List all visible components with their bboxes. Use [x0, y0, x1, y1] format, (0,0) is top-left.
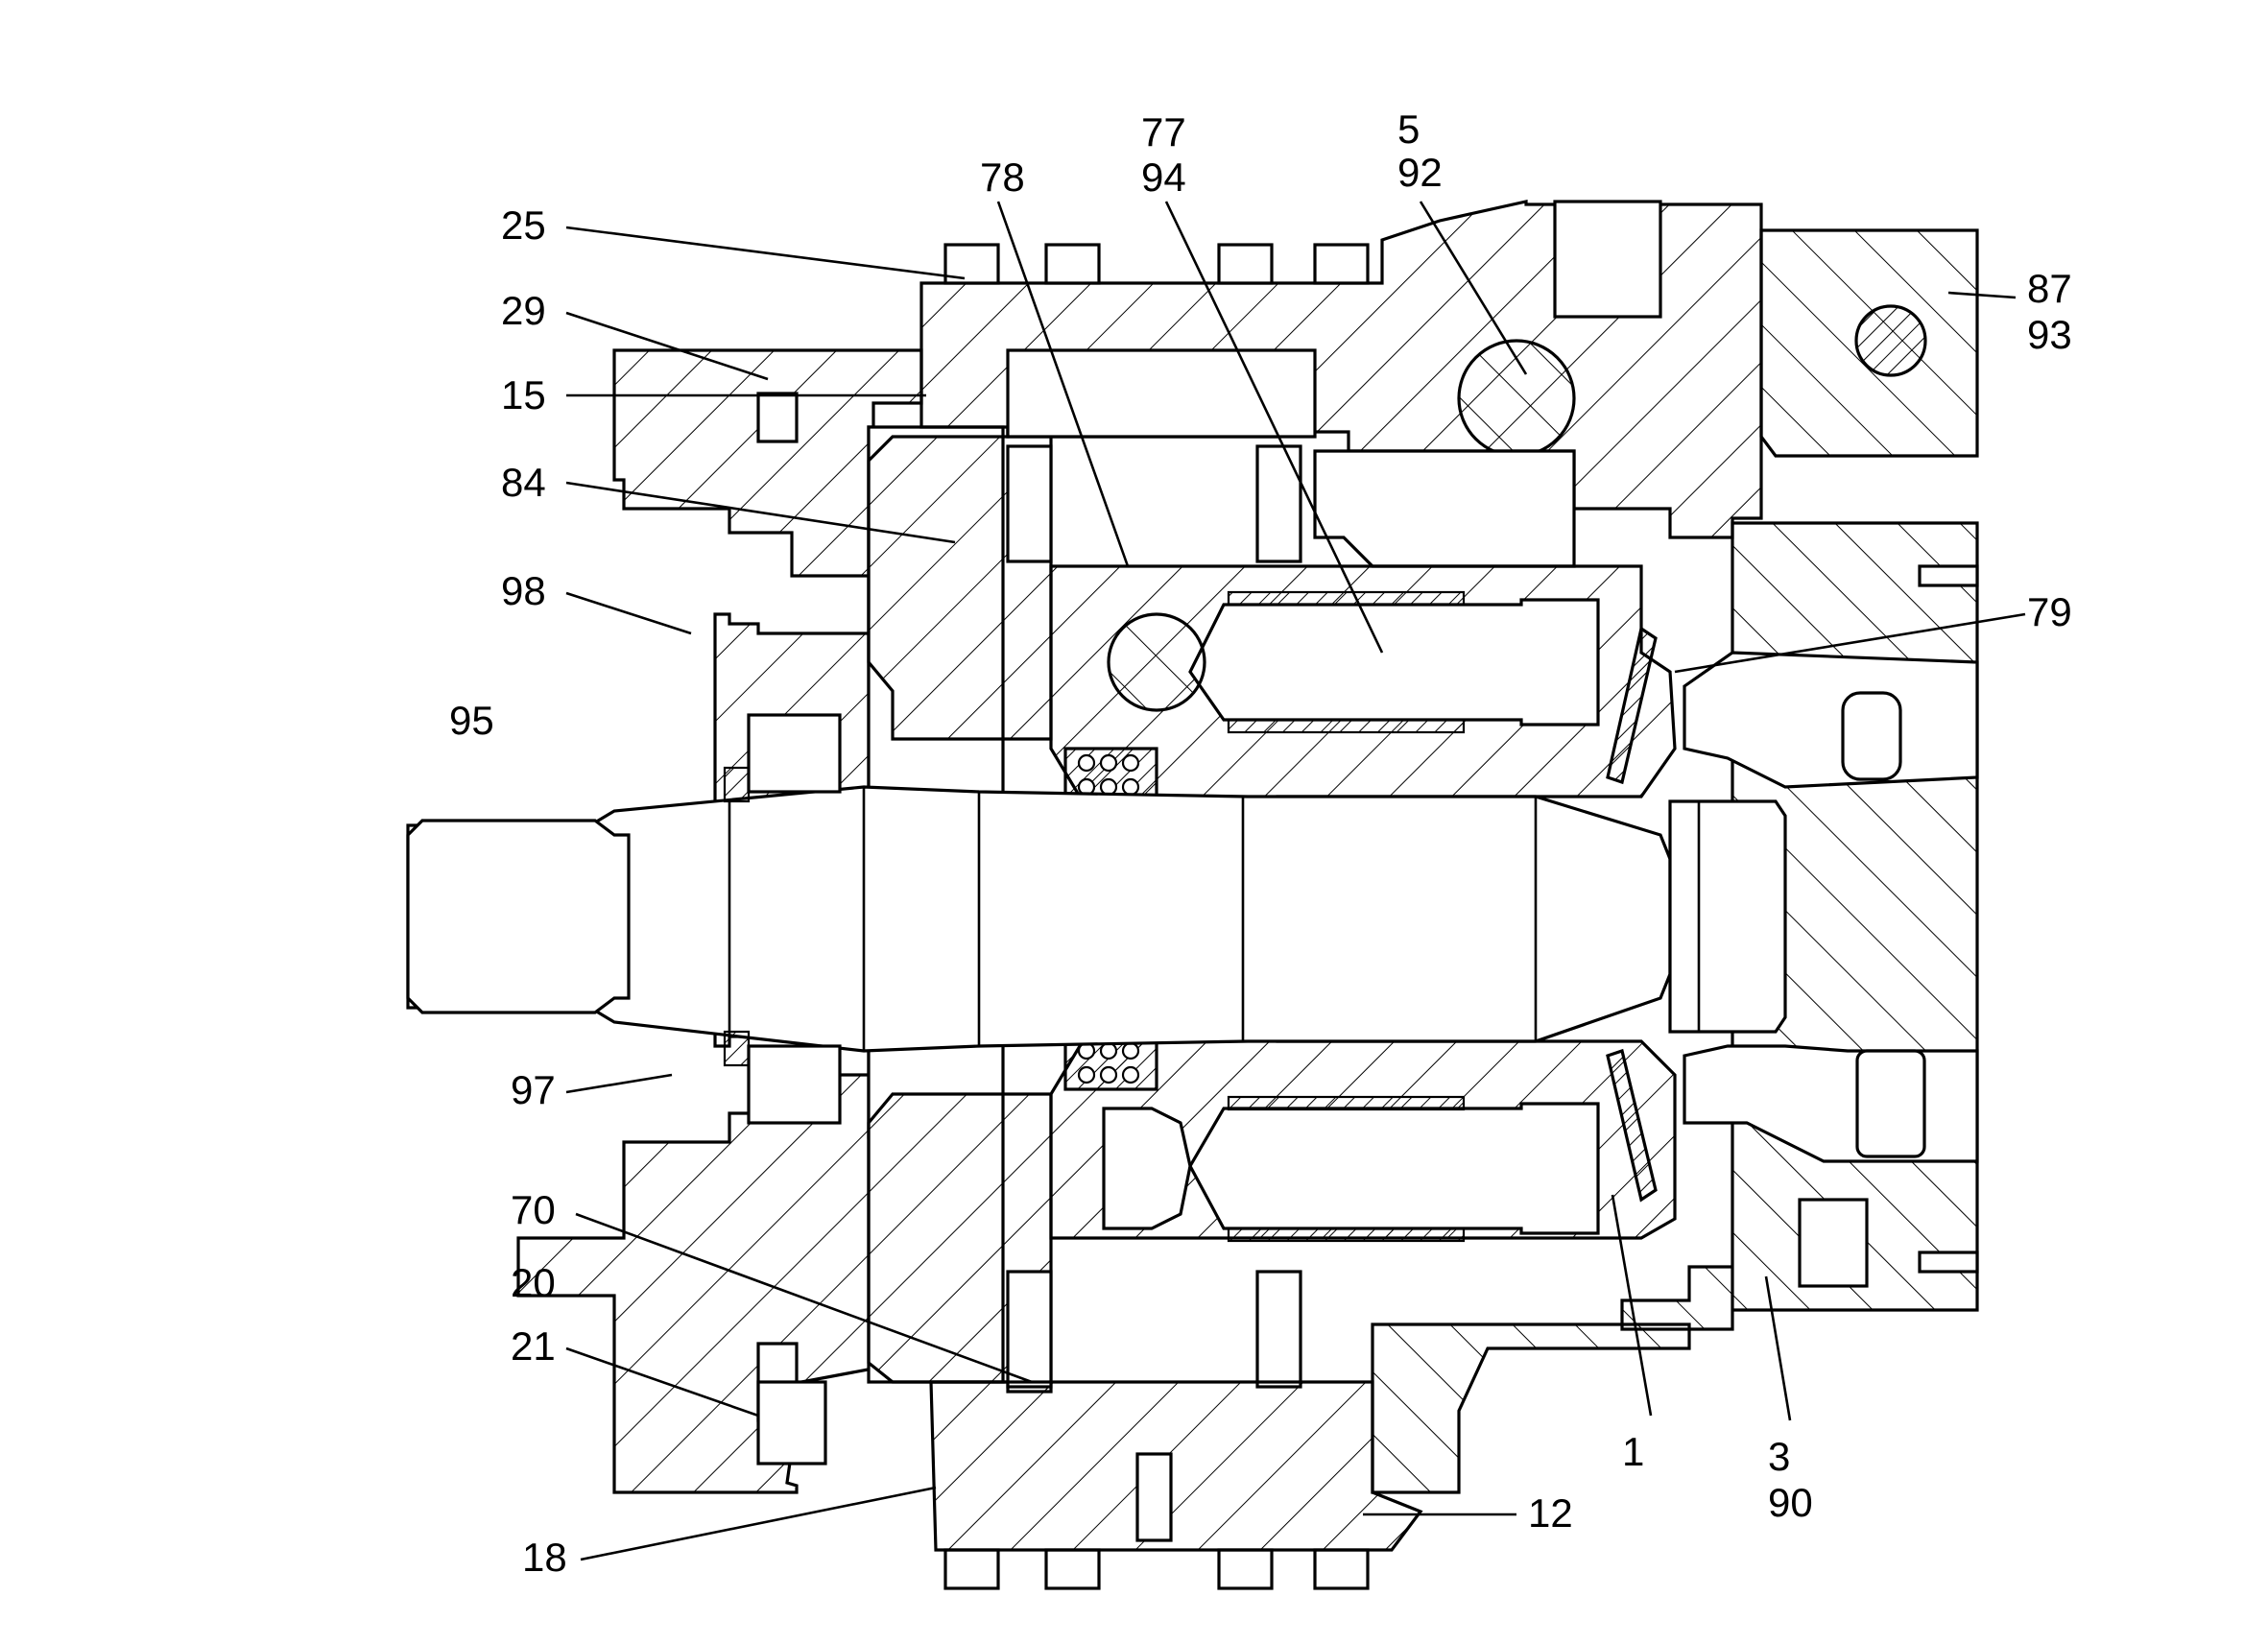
callout-77: 77: [1141, 109, 1186, 155]
fitting-right-lower: [1918, 1251, 1979, 1274]
callout-97: 97: [511, 1067, 556, 1112]
callout-70: 70: [511, 1187, 556, 1232]
piston-sleeve-lower-top: [1227, 1095, 1466, 1111]
shaft-stub: [406, 819, 631, 1014]
callout-79: 79: [2027, 589, 2072, 634]
callout-94: 94: [1141, 155, 1186, 200]
bottom-plug: [1135, 1452, 1173, 1542]
fitting-21: [756, 1380, 827, 1465]
piston-upper: [1188, 598, 1600, 727]
swash-plate-upper: [1606, 626, 1658, 785]
callout-3: 3: [1768, 1434, 1791, 1479]
port-block-bore: [1006, 348, 1317, 439]
fitting-bottom-right: [1798, 1198, 1869, 1288]
callout-12: 12: [1528, 1490, 1573, 1536]
top-bolts: [943, 243, 1370, 285]
end-cap-port-lower: [1683, 1044, 1979, 1163]
callout-90: 90: [1768, 1480, 1813, 1525]
callout-15: 15: [501, 372, 546, 417]
bottom-bolts: [943, 1548, 1370, 1590]
bearing-lower-left: [1006, 1270, 1053, 1389]
bearing-upper-left: [1006, 444, 1053, 563]
callout-21: 21: [511, 1323, 556, 1369]
plug-top: [1553, 200, 1662, 319]
fitting-87-93: [1854, 304, 1927, 377]
piston-lower: [1188, 1102, 1600, 1235]
piston-sleeve-upper-bottom: [1227, 718, 1466, 734]
callout-25: 25: [501, 203, 546, 248]
callout-95: 95: [449, 698, 494, 743]
piston-sleeve-upper-top: [1227, 590, 1466, 607]
callout-98: 98: [501, 568, 546, 613]
callout-29: 29: [501, 288, 546, 333]
end-cap-slot-upper: [1841, 691, 1902, 781]
bearing-lower-right: [1255, 1270, 1302, 1389]
callout-20: 20: [511, 1260, 556, 1305]
callout-84: 84: [501, 460, 546, 505]
front-flange-step: [756, 392, 799, 443]
front-seal-upper: [723, 766, 751, 803]
bearing-upper-right: [1255, 444, 1302, 563]
bottom-housing-block: [929, 1380, 1423, 1552]
callout-92: 92: [1397, 150, 1443, 195]
leader-lines: [565, 201, 2026, 1561]
ball-joint-upper: [1107, 612, 1206, 712]
swash-plate-lower: [1606, 1048, 1658, 1203]
shoe-lower: [1102, 1107, 1192, 1230]
callout-1: 1: [1622, 1429, 1645, 1474]
callout-78: 78: [980, 155, 1025, 200]
front-bearing-lower: [747, 1044, 842, 1125]
end-cap-slot-lower: [1855, 1049, 1926, 1158]
end-cap-port-upper: [1683, 651, 1979, 789]
piston-sleeve-lower-bottom: [1227, 1227, 1466, 1243]
callout-93: 93: [2027, 312, 2072, 357]
front-seal-lower: [723, 1030, 751, 1067]
bottom-right-housing: [1371, 1322, 1691, 1494]
callout-18: 18: [522, 1535, 567, 1580]
shaft-rear-bearing: [1668, 799, 1787, 1034]
callout-5: 5: [1397, 107, 1420, 152]
callout-87: 87: [2027, 266, 2072, 311]
port-channel: [1313, 449, 1576, 568]
front-bearing-upper: [747, 713, 842, 794]
fitting-right-upper: [1918, 564, 1979, 587]
